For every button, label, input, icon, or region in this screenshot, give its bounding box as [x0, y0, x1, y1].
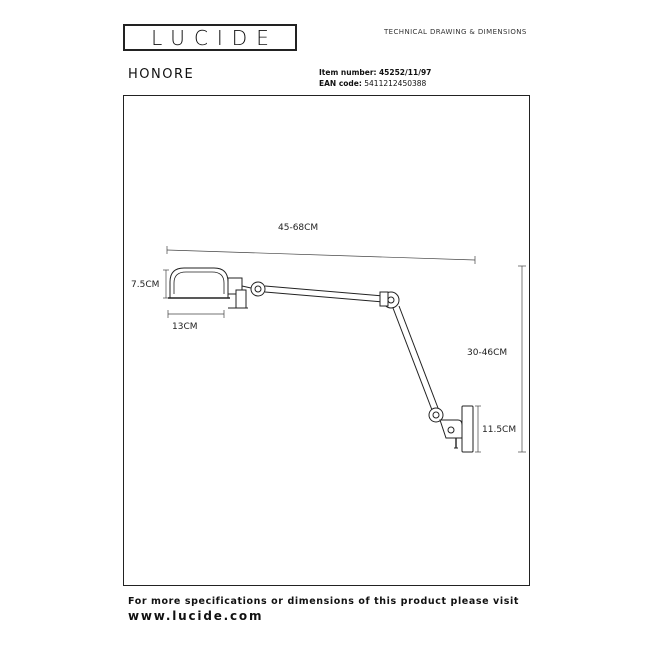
ean-code-label: EAN code: [319, 79, 362, 88]
joint-3 [428, 407, 444, 423]
footer-note: For more specifications or dimensions of… [128, 596, 519, 607]
product-name: HONORE [128, 67, 195, 82]
item-number-value: 45252/11/97 [378, 68, 432, 77]
total-height-dimension: 30-46CM [467, 265, 526, 453]
drawing-frame [123, 95, 530, 586]
lamp-illustration [168, 267, 474, 453]
arm-length-dimension: 45-68CM [166, 223, 476, 264]
document-type-title: TECHNICAL DRAWING & DIMENSIONS [384, 28, 527, 36]
arm-length-label: 45-68CM [278, 223, 318, 233]
wall-plate [461, 405, 474, 453]
ean-code-row: EAN code: 5411212450388 [319, 79, 426, 88]
joint-1 [250, 281, 266, 297]
shade-width-label: 13CM [172, 322, 198, 332]
base-height-dimension: 11.5CM [475, 405, 516, 453]
shade-width-dimension: 13CM [167, 310, 225, 332]
base-height-label: 11.5CM [482, 425, 516, 435]
item-number-label: Item number: [319, 68, 377, 77]
website-link[interactable]: www.lucide.com [128, 609, 264, 623]
brand-logo-text: LUCIDE [151, 25, 278, 50]
shade-height-label: 7.5CM [131, 280, 159, 290]
brand-logo: LUCIDE [123, 24, 297, 51]
item-number-row: Item number: 45252/11/97 [319, 68, 431, 77]
ean-code-value: 5411212450388 [364, 79, 427, 88]
shade-height-dimension: 7.5CM [131, 269, 169, 299]
total-height-label: 30-46CM [467, 348, 507, 358]
lamp-shade [169, 267, 229, 299]
